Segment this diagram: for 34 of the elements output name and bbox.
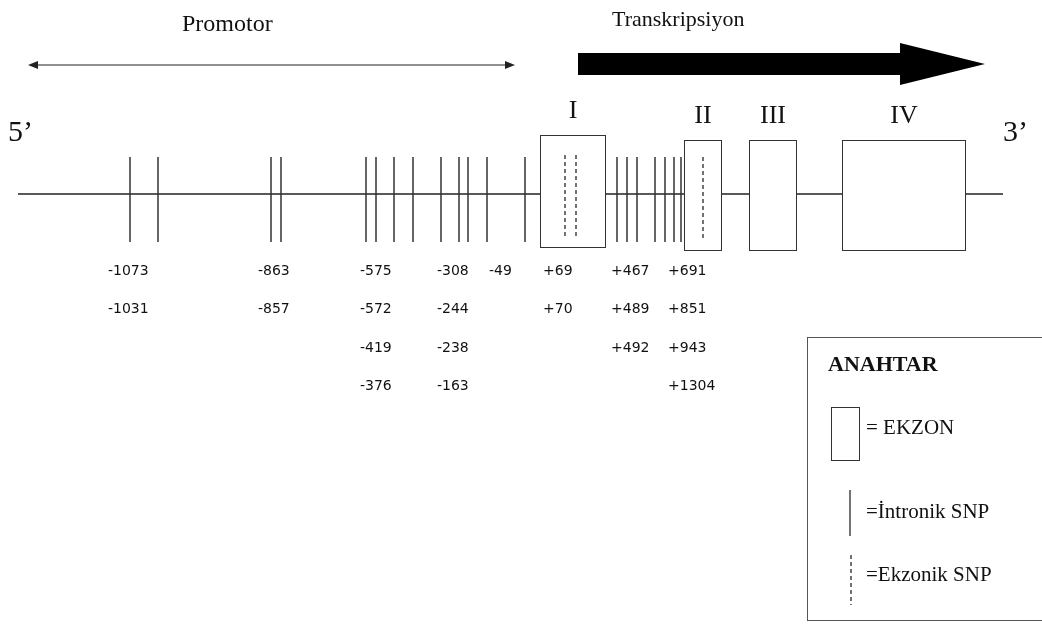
legend-text: =Ekzonik SNP — [866, 561, 992, 587]
snp-position: -572 — [360, 299, 392, 317]
snp-position: -376 — [360, 376, 392, 394]
snp-position: +69 — [543, 261, 573, 279]
snp-position: +467 — [611, 261, 650, 279]
snp-position: -238 — [437, 338, 469, 356]
exon-number: IV — [889, 100, 919, 130]
snp-position: +492 — [611, 338, 650, 356]
strand-end-label: 5’ — [8, 113, 33, 149]
legend-text: = EKZON — [866, 414, 955, 440]
snp-position: -49 — [489, 261, 512, 279]
snp-position: -857 — [258, 299, 290, 317]
snp-position: -163 — [437, 376, 469, 394]
snp-position: +851 — [668, 299, 707, 317]
heading-text: Transkripsiyon — [612, 5, 745, 33]
snp-position: -244 — [437, 299, 469, 317]
snp-position: -1031 — [108, 299, 149, 317]
heading-text: Promotor — [182, 9, 273, 38]
exon-number: I — [567, 95, 579, 125]
snp-position: -863 — [258, 261, 290, 279]
snp-position: -308 — [437, 261, 469, 279]
legend-text: =İntronik SNP — [866, 498, 990, 524]
snp-position: +489 — [611, 299, 650, 317]
snp-position: -1073 — [108, 261, 149, 279]
snp-position: +1304 — [668, 376, 716, 394]
snp-position: -575 — [360, 261, 392, 279]
exon-number: III — [759, 100, 787, 130]
snp-position: +943 — [668, 338, 707, 356]
strand-end-label: 3’ — [1003, 113, 1028, 149]
snp-position: +691 — [668, 261, 707, 279]
snp-position: +70 — [543, 299, 573, 317]
exon-number: II — [693, 100, 713, 130]
legend-title: ANAHTAR — [828, 350, 938, 378]
snp-position: -419 — [360, 338, 392, 356]
